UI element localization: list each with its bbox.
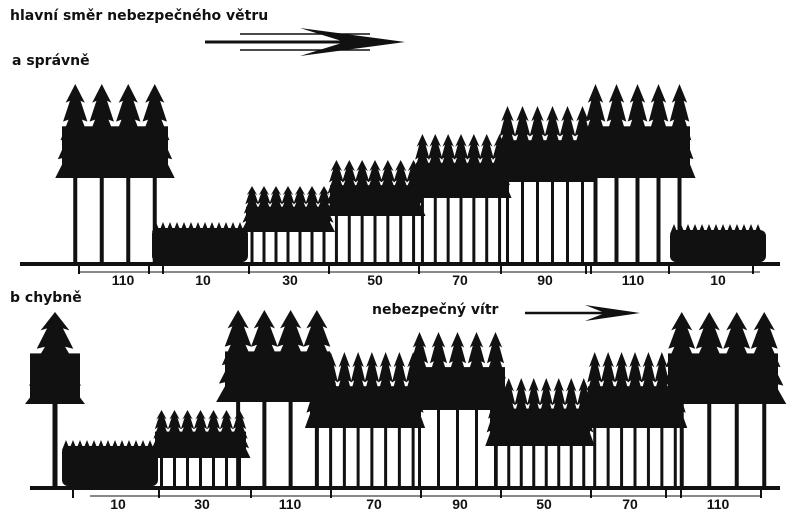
stand-a-10-right xyxy=(670,224,766,262)
stand-a-30 xyxy=(241,186,335,262)
stand-b-30 xyxy=(151,410,251,486)
age-label-b-8: 110 xyxy=(688,496,748,512)
stand-a-10-left xyxy=(152,222,248,262)
wind-direction-arrow-top xyxy=(205,28,405,56)
age-label-a-7: 110 xyxy=(603,272,663,288)
stand-b-10 xyxy=(62,440,158,486)
age-label-a-8: 10 xyxy=(688,272,748,288)
stand-a-70 xyxy=(410,134,511,262)
age-label-a-1: 110 xyxy=(93,272,153,288)
panel-b-stands xyxy=(25,310,786,498)
age-label-a-3: 30 xyxy=(260,272,320,288)
panel-a-stands xyxy=(20,84,780,274)
age-label-b-5: 90 xyxy=(430,496,490,512)
panel-b-label: b chybně xyxy=(10,290,82,306)
panel-a-label: a správně xyxy=(12,53,90,69)
age-label-b-3: 110 xyxy=(260,496,320,512)
age-label-a-2: 10 xyxy=(173,272,233,288)
age-label-b-2: 30 xyxy=(172,496,232,512)
panel-b-wind-label: nebezpečný vítr xyxy=(372,302,498,318)
age-label-b-4: 70 xyxy=(344,496,404,512)
diagram-title: hlavní směr nebezpečného větru xyxy=(10,8,268,24)
age-label-a-4: 50 xyxy=(345,272,405,288)
age-label-b-1: 10 xyxy=(88,496,148,512)
age-label-b-6: 50 xyxy=(514,496,574,512)
wind-arrow-bottom xyxy=(525,305,640,321)
age-label-a-5: 70 xyxy=(430,272,490,288)
stand-b-110-right xyxy=(660,312,787,486)
stand-a-50 xyxy=(324,160,425,262)
stand-a-90 xyxy=(495,106,596,262)
age-label-b-7: 70 xyxy=(600,496,660,512)
age-label-a-6: 90 xyxy=(515,272,575,288)
